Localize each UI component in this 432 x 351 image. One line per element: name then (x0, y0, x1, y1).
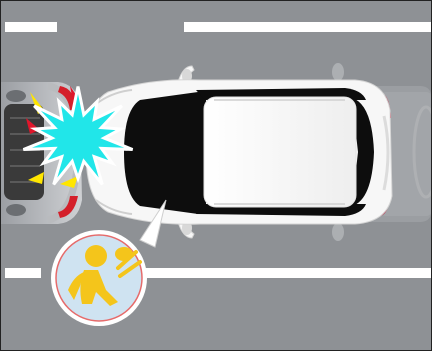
lane-marking-top-left (5, 22, 57, 32)
windshield (124, 92, 206, 214)
lane-marking-bottom-right (145, 268, 432, 278)
lane-marking-top-right (184, 22, 432, 32)
front-car (86, 66, 392, 238)
car-roof (204, 97, 356, 207)
lane-marking-bottom-left (5, 268, 41, 278)
